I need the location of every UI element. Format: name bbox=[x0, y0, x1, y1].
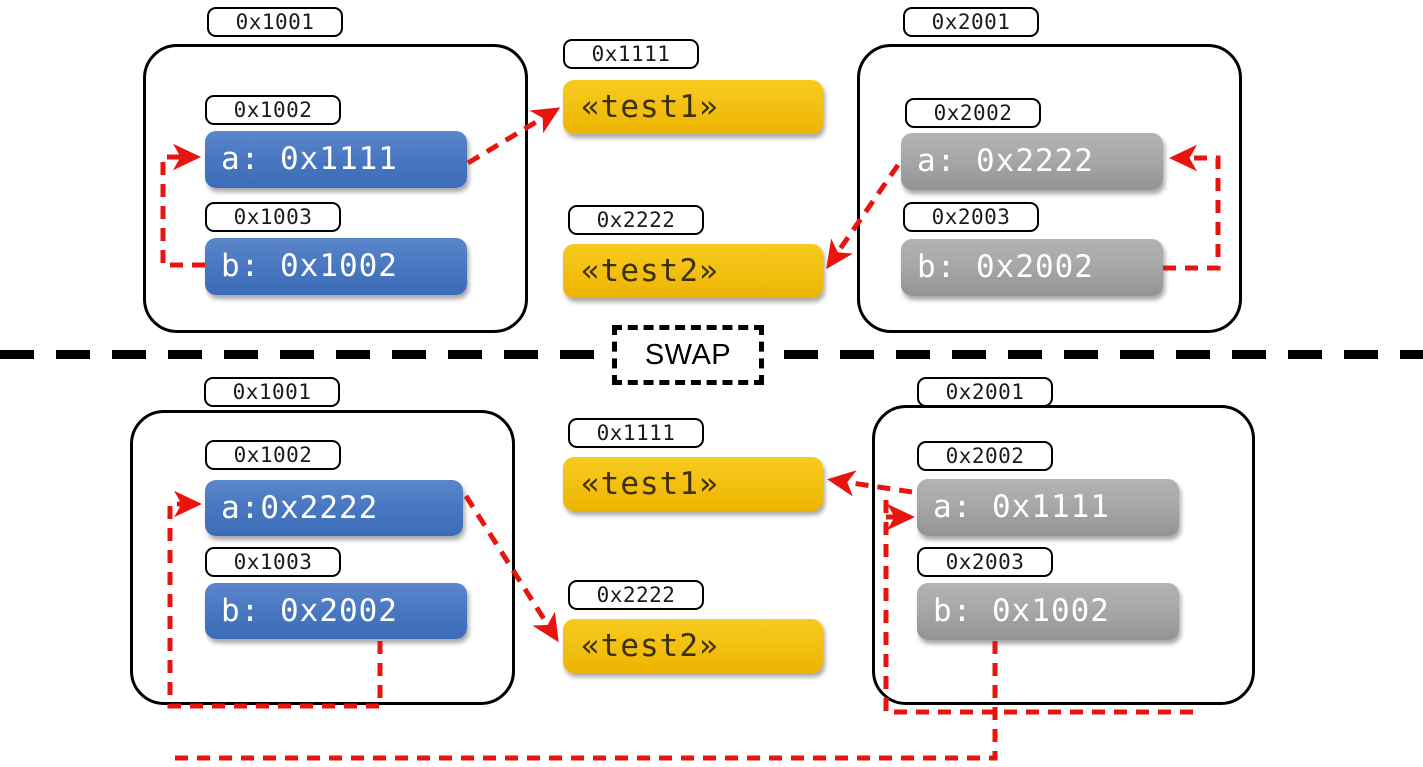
before-right-row1-address: 0x2003 bbox=[903, 202, 1039, 232]
before-center-1-value: «test2» bbox=[563, 244, 823, 298]
after-center-0-value: «test1» bbox=[563, 457, 823, 511]
after-left-row1-value: b: 0x2002 bbox=[205, 583, 467, 639]
before-center-1-address: 0x2222 bbox=[568, 205, 704, 235]
before-left-panel bbox=[143, 44, 528, 333]
after-left-row0-value: a:0x2222 bbox=[205, 480, 463, 536]
swap-label: SWAP bbox=[612, 325, 764, 385]
after-left-panel-address: 0x1001 bbox=[204, 377, 340, 407]
swap-divider-line bbox=[0, 350, 1423, 359]
after-right-row1-address: 0x2003 bbox=[917, 547, 1053, 577]
after-left-row0-address: 0x1002 bbox=[205, 440, 341, 470]
after-right-row1-value: b: 0x1002 bbox=[917, 583, 1179, 640]
before-left-row1-value: b: 0x1002 bbox=[205, 238, 467, 295]
before-right-row0-value: a: 0x2222 bbox=[901, 133, 1163, 190]
after-right-row0-value: a: 0x1111 bbox=[917, 479, 1179, 536]
before-right-panel-address: 0x2001 bbox=[903, 7, 1039, 37]
before-left-row0-address: 0x1002 bbox=[205, 95, 341, 125]
before-center-0-value: «test1» bbox=[563, 80, 823, 134]
before-left-row1-address: 0x1003 bbox=[205, 202, 341, 232]
after-left-row1-address: 0x1003 bbox=[205, 547, 341, 577]
before-right-row1-value: b: 0x2002 bbox=[901, 239, 1163, 296]
after-right-panel-address: 0x2001 bbox=[917, 377, 1053, 407]
after-right-row0-address: 0x2002 bbox=[917, 441, 1053, 471]
after-center-0-address: 0x1111 bbox=[568, 418, 704, 448]
before-left-row0-value: a: 0x1111 bbox=[205, 131, 467, 188]
before-left-panel-address: 0x1001 bbox=[207, 7, 343, 37]
before-center-0-address: 0x1111 bbox=[563, 39, 699, 69]
before-right-row0-address: 0x2002 bbox=[905, 98, 1041, 128]
after-center-1-address: 0x2222 bbox=[568, 580, 704, 610]
after-center-1-value: «test2» bbox=[563, 619, 823, 673]
